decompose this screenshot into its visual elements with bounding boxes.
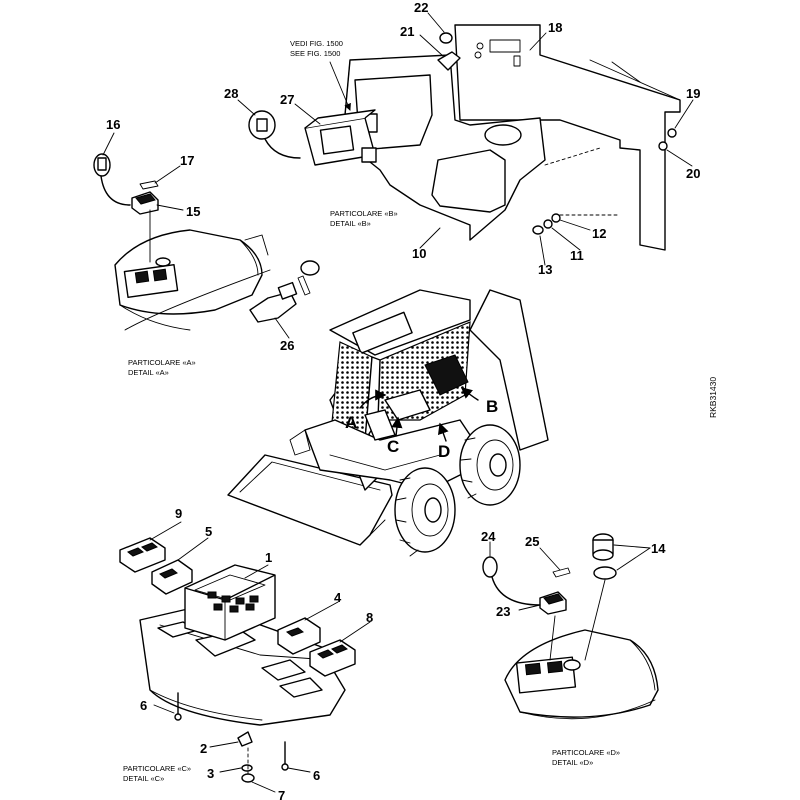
drawing-code: RKB31430 bbox=[708, 377, 718, 418]
switch-pack-9 bbox=[119, 537, 166, 573]
leader-lines bbox=[102, 12, 694, 793]
lamp-24 bbox=[482, 556, 498, 578]
callout-1: 1 bbox=[265, 550, 272, 565]
detail-b-panel-assembly bbox=[248, 24, 681, 251]
bracket-2 bbox=[237, 731, 253, 747]
callout-19: 19 bbox=[686, 86, 700, 101]
view-letters: A B C D bbox=[345, 397, 498, 461]
rear-wheel bbox=[459, 424, 521, 506]
callout-13: 13 bbox=[538, 262, 552, 277]
detail-d-console bbox=[482, 533, 659, 720]
detail-c-dashboard bbox=[119, 537, 356, 783]
plate-slot bbox=[489, 39, 521, 53]
callout-6b: 6 bbox=[313, 768, 320, 783]
callout-17: 17 bbox=[180, 153, 194, 168]
see-fig-en: SEE FIG. 1500 bbox=[290, 49, 340, 58]
arrow-a bbox=[359, 389, 387, 409]
callout-6a: 6 bbox=[140, 698, 147, 713]
callout-25: 25 bbox=[525, 534, 539, 549]
detail-c-it: PARTICOLARE «C» bbox=[123, 764, 191, 773]
callout-23: 23 bbox=[496, 604, 510, 619]
plate-hole bbox=[476, 42, 484, 50]
view-letter-c: C bbox=[387, 437, 399, 456]
view-b-panel bbox=[424, 354, 469, 396]
see-fig-it: VEDI FIG. 1500 bbox=[290, 39, 343, 48]
captions: VEDI FIG. 1500 SEE FIG. 1500 PARTICOLARE… bbox=[123, 39, 718, 783]
arrow-c bbox=[391, 416, 403, 437]
switch-pack-8 bbox=[309, 639, 356, 677]
light-cap bbox=[439, 32, 453, 44]
callout-15: 15 bbox=[186, 204, 200, 219]
arrow-b bbox=[460, 387, 479, 401]
callout-4: 4 bbox=[334, 590, 342, 605]
view-letter-d: D bbox=[438, 442, 450, 461]
rear-plate bbox=[454, 24, 681, 251]
view-letter-a: A bbox=[345, 413, 357, 432]
plate-slot-small bbox=[513, 55, 521, 67]
detail-a-console bbox=[93, 153, 320, 331]
callout-10: 10 bbox=[412, 246, 426, 261]
detail-b-en: DETAIL «B» bbox=[330, 219, 371, 228]
callout-14: 14 bbox=[651, 541, 666, 556]
clip-17 bbox=[139, 180, 159, 190]
detail-b-it: PARTICOLARE «B» bbox=[330, 209, 398, 218]
detail-a-it: PARTICOLARE «A» bbox=[128, 358, 196, 367]
screw-13 bbox=[532, 225, 544, 235]
detail-d-en: DETAIL «D» bbox=[552, 758, 593, 767]
screw-20 bbox=[658, 141, 668, 151]
callout-8: 8 bbox=[366, 610, 373, 625]
callout-2: 2 bbox=[200, 741, 207, 756]
callout-7: 7 bbox=[278, 788, 285, 800]
key-switch-26 bbox=[249, 291, 297, 323]
screw-19 bbox=[667, 128, 677, 138]
callout-24: 24 bbox=[481, 529, 496, 544]
callout-27: 27 bbox=[280, 92, 294, 107]
callout-numbers: 16 17 15 28 27 22 21 18 19 20 12 11 13 1… bbox=[106, 0, 700, 800]
callout-28: 28 bbox=[224, 86, 238, 101]
loader-arm-right bbox=[469, 289, 549, 451]
callout-18: 18 bbox=[548, 20, 562, 35]
callout-16: 16 bbox=[106, 117, 120, 132]
switch-pack-4 bbox=[277, 617, 321, 655]
callout-9: 9 bbox=[175, 506, 182, 521]
connector-wire bbox=[264, 138, 301, 159]
view-letter-b: B bbox=[486, 397, 498, 416]
callout-21: 21 bbox=[400, 24, 414, 39]
module-connector bbox=[361, 147, 377, 163]
key-nut bbox=[300, 260, 320, 276]
callout-20: 20 bbox=[686, 166, 700, 181]
console-d-body bbox=[504, 629, 659, 718]
knob-7 bbox=[241, 773, 255, 783]
plate-hole-2 bbox=[474, 51, 482, 59]
skid-steer-loader bbox=[227, 289, 549, 557]
screw-12 bbox=[551, 213, 561, 223]
callout-11: 11 bbox=[570, 248, 584, 263]
instrument-cluster bbox=[184, 564, 276, 641]
clip-25 bbox=[552, 567, 571, 578]
detail-a-en: DETAIL «A» bbox=[128, 368, 169, 377]
screw-11 bbox=[543, 219, 553, 229]
detail-c-en: DETAIL «C» bbox=[123, 774, 164, 783]
housing-round-hole bbox=[484, 124, 522, 146]
callout-12: 12 bbox=[592, 226, 606, 241]
washer-3 bbox=[241, 764, 253, 772]
detail-d-it: PARTICOLARE «D» bbox=[552, 748, 620, 757]
front-wheel bbox=[394, 467, 456, 557]
arrow-d bbox=[437, 422, 449, 442]
callout-26: 26 bbox=[280, 338, 294, 353]
housing-cutout bbox=[431, 149, 506, 213]
view-c-console bbox=[384, 389, 431, 421]
light-bulb bbox=[437, 51, 461, 71]
callout-3: 3 bbox=[207, 766, 214, 781]
callout-5: 5 bbox=[205, 524, 212, 539]
callout-22: 22 bbox=[414, 0, 428, 15]
